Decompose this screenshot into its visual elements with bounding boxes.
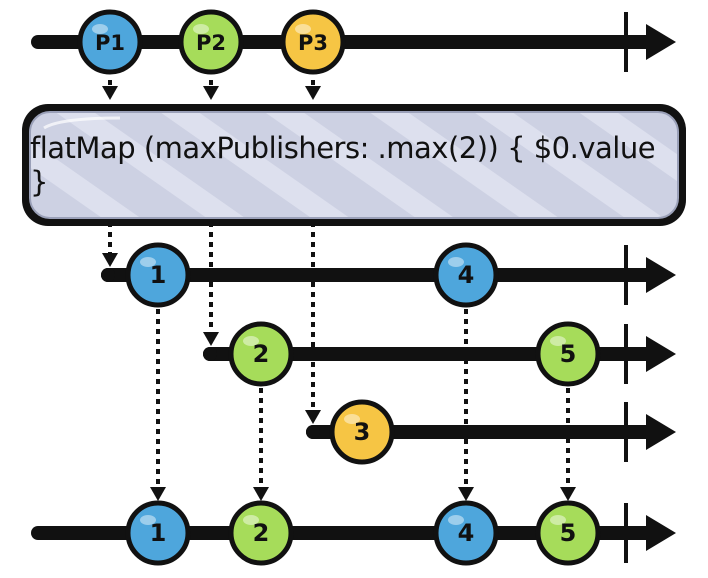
output-marble-5-circle xyxy=(535,500,601,566)
output-marble-2-label: 2 xyxy=(253,519,270,547)
inner-timeline-3-start-cap xyxy=(306,425,320,439)
inner-marble-3-label: 3 xyxy=(354,418,371,446)
output-marble-1-highlight xyxy=(140,515,156,525)
publisher-marble-p1-highlight xyxy=(92,24,108,34)
publisher-marble-p1-circle xyxy=(77,9,143,75)
inner-marble-5-circle xyxy=(535,321,601,387)
inner-marble-1: 1 xyxy=(125,242,191,308)
output-timeline-arrowhead xyxy=(646,515,676,551)
inner-marble-2-circle xyxy=(228,321,294,387)
publisher-1-to-operator-arrow-tip xyxy=(102,86,118,100)
operator-to-inner-1-arrow-tip xyxy=(102,253,118,267)
publisher-marble-p2-highlight xyxy=(193,24,209,34)
inner-timeline-2-arrowhead xyxy=(646,336,676,372)
inner-marble-2-highlight xyxy=(243,336,259,346)
output-marble-2-circle xyxy=(228,500,294,566)
publisher-marble-p3-circle xyxy=(280,9,346,75)
inner-marble-4-label: 4 xyxy=(458,261,475,289)
operator-label: flatMap (maxPublishers: .max(2)) { $0.va… xyxy=(30,131,656,199)
publisher-marble-p3: P3 xyxy=(280,9,346,75)
publisher-marble-p2-circle xyxy=(178,9,244,75)
inner-marble-2: 2 xyxy=(228,321,294,387)
output-marble-5: 5 xyxy=(535,500,601,566)
input-timeline-arrowhead xyxy=(646,24,676,60)
inner-marble-1-circle xyxy=(125,242,191,308)
inner-marble-3-circle xyxy=(329,399,395,465)
output-marble-1-circle xyxy=(125,500,191,566)
publisher-marble-p2: P2 xyxy=(178,9,244,75)
marbles-layer: P1 P2 P3 1 4 2 5 3 1 2 4 5 xyxy=(77,9,601,566)
publisher-marble-p1-label: P1 xyxy=(95,31,125,55)
inner-marble-4: 4 xyxy=(433,242,499,308)
operator-to-inner-3-arrow-tip xyxy=(305,410,321,424)
publisher-marble-p3-label: P3 xyxy=(298,31,328,55)
inner-marble-4-circle xyxy=(433,242,499,308)
inner-marble-5-highlight xyxy=(550,336,566,346)
output-marble-4-label: 4 xyxy=(458,519,475,547)
inner-marble-5-label: 5 xyxy=(560,340,577,368)
inner-marble-4-highlight xyxy=(448,257,464,267)
output-marble-1: 1 xyxy=(125,500,191,566)
inner-marble-2-label: 2 xyxy=(253,340,270,368)
operator-box-layer xyxy=(22,104,686,226)
output-marble-4: 4 xyxy=(433,500,499,566)
publisher-2-to-operator-arrow-tip xyxy=(203,86,219,100)
publisher-marble-p2-label: P2 xyxy=(196,31,226,55)
inner-marble-5: 5 xyxy=(535,321,601,387)
output-marble-4-highlight xyxy=(448,515,464,525)
inner-timeline-1-arrowhead xyxy=(646,257,676,293)
inner-marble-3-highlight xyxy=(344,414,360,424)
output-marble-5-highlight xyxy=(550,515,566,525)
operator-to-inner-2-arrow-tip xyxy=(203,332,219,346)
output-marble-5-label: 5 xyxy=(560,519,577,547)
publisher-marble-p1: P1 xyxy=(77,9,143,75)
output-marble-4-circle xyxy=(433,500,499,566)
operator-box xyxy=(29,111,679,219)
publisher-marble-p3-highlight xyxy=(295,24,311,34)
emission-5-arrow-tip xyxy=(560,487,576,501)
output-marble-2-highlight xyxy=(243,515,259,525)
inner-timeline-2-start-cap xyxy=(203,347,217,361)
publisher-3-to-operator-arrow-tip xyxy=(305,86,321,100)
inner-marble-1-label: 1 xyxy=(150,261,167,289)
output-marble-2: 2 xyxy=(228,500,294,566)
operator-box-gloss xyxy=(43,116,121,130)
inner-marble-1-highlight xyxy=(140,257,156,267)
inner-timeline-3-arrowhead xyxy=(646,414,676,450)
emission-4-arrow-tip xyxy=(458,487,474,501)
emission-2-arrow-tip xyxy=(253,487,269,501)
inner-marble-3: 3 xyxy=(329,399,395,465)
inner-timeline-1-start-cap xyxy=(101,268,115,282)
emission-1-arrow-tip xyxy=(150,487,166,501)
output-marble-1-label: 1 xyxy=(150,519,167,547)
